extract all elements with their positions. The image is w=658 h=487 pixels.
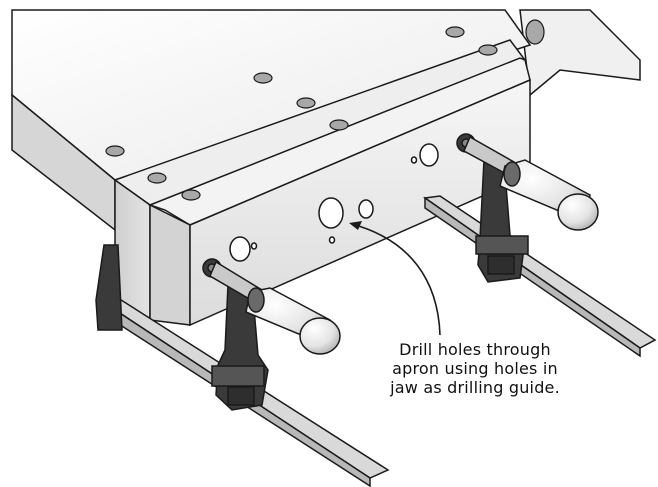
right-clamp-bar bbox=[422, 195, 657, 358]
jaw-face-holes bbox=[229, 143, 439, 262]
right-clamp-screw bbox=[456, 133, 515, 178]
callout-line: Drill holes through bbox=[399, 340, 551, 359]
left-clamp-head bbox=[211, 284, 269, 411]
callout-line: jaw as drilling guide. bbox=[390, 378, 560, 397]
callout-text: Drill holes through apron using holes in… bbox=[380, 340, 570, 397]
jaw-left-end bbox=[149, 203, 191, 326]
left-clamp-handle bbox=[245, 287, 341, 355]
bench-dog-holes bbox=[105, 19, 545, 201]
right-clamp-handle bbox=[499, 159, 599, 231]
left-clamp-stop bbox=[95, 244, 123, 331]
callout-line: apron using holes in bbox=[392, 359, 558, 378]
callout-arrow bbox=[349, 221, 441, 336]
